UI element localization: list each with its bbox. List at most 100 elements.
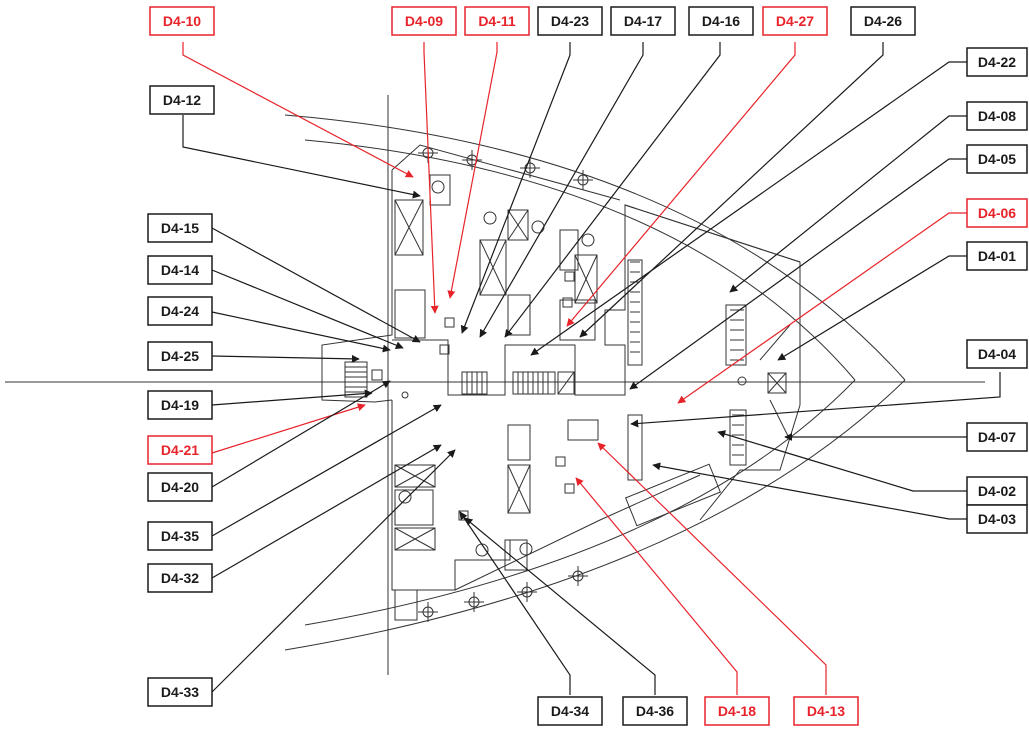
leader-d4-18	[575, 477, 738, 695]
brace-1	[624, 204, 801, 263]
leader-lines	[182, 42, 1001, 695]
tag-d4-23[interactable]: D4-23	[537, 6, 603, 36]
leader-d4-27	[566, 42, 796, 327]
tag-d4-18-label: D4-18	[718, 703, 756, 719]
core-outline	[392, 204, 801, 521]
leader-d4-04	[630, 372, 1001, 428]
tag-d4-24[interactable]: D4-24	[147, 296, 213, 326]
racks	[630, 261, 744, 456]
tag-d4-04[interactable]: D4-04	[966, 339, 1028, 369]
tag-d4-13-label: D4-13	[807, 703, 845, 719]
tag-d4-17[interactable]: D4-17	[610, 6, 676, 36]
leader-d4-22	[530, 61, 967, 356]
building-outline-bottom	[391, 400, 511, 591]
tag-d4-23-label: D4-23	[551, 13, 589, 29]
tag-d4-15[interactable]: D4-15	[147, 213, 213, 243]
leader-d4-11	[447, 42, 498, 299]
tag-d4-10[interactable]: D4-10	[149, 6, 215, 36]
tag-d4-35-label: D4-35	[161, 528, 199, 544]
tag-d4-05[interactable]: D4-05	[966, 144, 1028, 174]
tag-d4-10-label: D4-10	[163, 13, 201, 29]
tag-d4-15-label: D4-15	[161, 220, 199, 236]
tag-d4-26-label: D4-26	[864, 13, 902, 29]
leader-d4-09	[423, 42, 439, 314]
outer-curve-top	[284, 114, 906, 381]
leader-d4-15	[211, 227, 421, 343]
leader-d4-12	[182, 115, 421, 199]
leader-d4-25	[211, 354, 360, 363]
tag-d4-14[interactable]: D4-14	[147, 255, 213, 285]
leader-d4-24	[211, 311, 391, 353]
tag-d4-09[interactable]: D4-09	[391, 6, 457, 36]
tag-d4-07-label: D4-07	[978, 429, 1016, 445]
tag-d4-21[interactable]: D4-21	[147, 435, 213, 465]
tag-d4-03[interactable]: D4-03	[966, 504, 1028, 534]
tag-d4-26[interactable]: D4-26	[850, 6, 916, 36]
leader-d4-14	[211, 269, 404, 349]
leader-d4-05	[629, 158, 967, 390]
tag-d4-25[interactable]: D4-25	[147, 341, 213, 371]
tag-d4-17-label: D4-17	[624, 13, 662, 29]
leader-d4-03	[652, 462, 967, 520]
outer-curve-top-inner	[304, 139, 856, 381]
tag-d4-16[interactable]: D4-16	[688, 6, 754, 36]
tag-d4-08[interactable]: D4-08	[966, 101, 1028, 131]
tag-d4-33[interactable]: D4-33	[147, 677, 213, 707]
tag-d4-12[interactable]: D4-12	[149, 85, 215, 115]
tag-d4-08-label: D4-08	[978, 108, 1016, 124]
tag-d4-19[interactable]: D4-19	[147, 390, 213, 420]
tag-d4-27-label: D4-27	[776, 13, 814, 29]
tag-d4-16-label: D4-16	[702, 13, 740, 29]
leader-d4-33	[211, 449, 456, 693]
tag-d4-01[interactable]: D4-01	[966, 241, 1028, 271]
tag-d4-32[interactable]: D4-32	[147, 563, 213, 593]
tag-d4-07[interactable]: D4-07	[966, 422, 1028, 452]
tag-d4-19-label: D4-19	[161, 397, 199, 413]
outer-curve-bottom	[284, 379, 906, 651]
shaft-boxes	[394, 199, 787, 551]
tag-d4-02[interactable]: D4-02	[966, 476, 1028, 506]
brace-3	[769, 399, 791, 441]
leader-d4-34	[459, 511, 571, 695]
leader-d4-10	[182, 42, 414, 178]
stair-left	[344, 361, 368, 398]
tag-d4-14-label: D4-14	[161, 262, 199, 278]
tag-d4-09-label: D4-09	[405, 13, 443, 29]
tag-d4-24-label: D4-24	[161, 303, 199, 319]
tag-d4-04-label: D4-04	[978, 346, 1016, 362]
tag-d4-21-label: D4-21	[161, 442, 199, 458]
leader-d4-36	[464, 517, 656, 695]
tag-d4-25-label: D4-25	[161, 348, 199, 364]
tag-d4-34-label: D4-34	[551, 703, 589, 719]
leader-d4-19	[211, 389, 373, 406]
tag-d4-27[interactable]: D4-27	[762, 6, 828, 36]
tag-d4-13[interactable]: D4-13	[793, 696, 859, 726]
tag-d4-06[interactable]: D4-06	[966, 198, 1028, 228]
leader-d4-06	[677, 212, 967, 404]
leader-d4-16	[504, 42, 721, 338]
tag-d4-36[interactable]: D4-36	[622, 696, 688, 726]
tag-d4-05-label: D4-05	[978, 151, 1016, 167]
tag-d4-22[interactable]: D4-22	[966, 47, 1028, 77]
leader-d4-23	[460, 42, 571, 334]
tag-d4-11[interactable]: D4-11	[464, 6, 530, 36]
leader-d4-32	[211, 444, 442, 579]
leader-d4-08	[729, 115, 967, 293]
tag-d4-18[interactable]: D4-18	[704, 696, 770, 726]
tag-d4-06-label: D4-06	[978, 205, 1016, 221]
tag-d4-03-label: D4-03	[978, 511, 1016, 527]
tag-d4-01-label: D4-01	[978, 248, 1016, 264]
building-outline-top	[321, 170, 393, 403]
stair-center	[461, 371, 575, 395]
leader-d4-20	[211, 380, 391, 488]
leader-d4-17	[479, 42, 644, 338]
tag-d4-34[interactable]: D4-34	[537, 696, 603, 726]
hull-edge-top	[391, 144, 621, 201]
tag-d4-20[interactable]: D4-20	[147, 472, 213, 502]
tag-d4-20-label: D4-20	[161, 479, 199, 495]
tag-d4-22-label: D4-22	[978, 54, 1016, 70]
tag-d4-35[interactable]: D4-35	[147, 521, 213, 551]
leader-d4-13	[597, 442, 827, 695]
room-partitions	[394, 174, 747, 621]
